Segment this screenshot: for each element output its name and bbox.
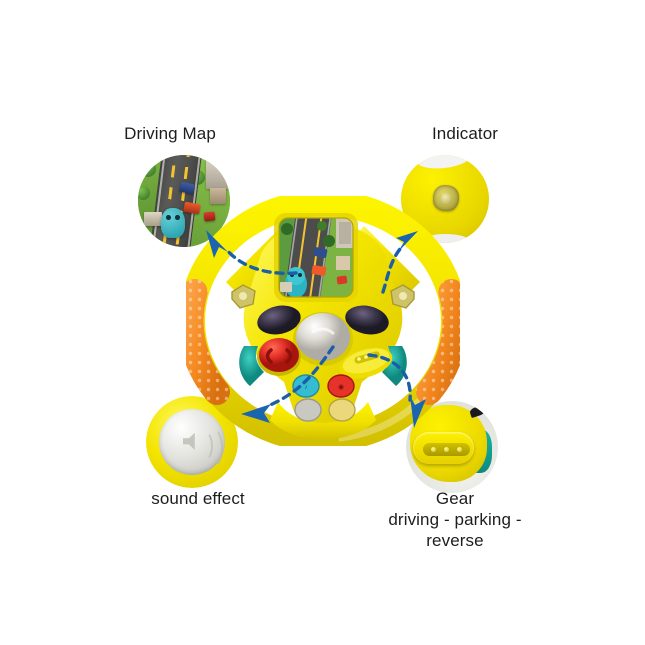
right-speaker-grille bbox=[345, 305, 389, 335]
left-speaker-grille bbox=[257, 305, 301, 335]
horn-button bbox=[293, 312, 353, 366]
driving-map-thumbnail bbox=[138, 155, 230, 247]
left-grip bbox=[186, 279, 230, 405]
callout-label-indicator: Indicator bbox=[431, 124, 499, 143]
reverse-arrows-button bbox=[257, 338, 301, 376]
left-indicator-knob bbox=[231, 284, 256, 309]
right-grip bbox=[416, 279, 460, 405]
driving-map-screen bbox=[274, 213, 358, 302]
svg-text:◉: ◉ bbox=[338, 384, 344, 391]
light-button bbox=[294, 398, 322, 422]
mode-button bbox=[328, 398, 356, 422]
callout-label-gear: Gear driving - parking - reverse bbox=[388, 489, 522, 550]
callout-label-sound-effect: sound effect bbox=[151, 489, 245, 508]
svg-text:♪: ♪ bbox=[304, 384, 308, 391]
left-teal-accent bbox=[239, 346, 264, 386]
indicator-knob-icon bbox=[432, 184, 460, 212]
callout-label-driving-map: Driving Map bbox=[124, 124, 216, 143]
steering-wheel-product: ♪ ◉ bbox=[186, 196, 460, 446]
